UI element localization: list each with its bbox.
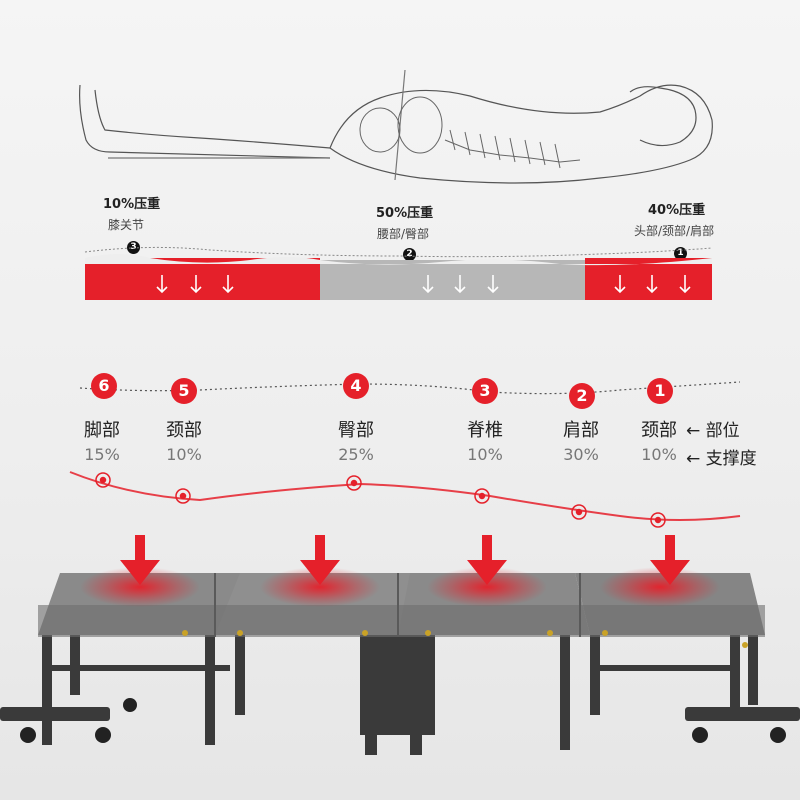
legend-support-label: 支撑度 [705,449,757,469]
legend-arrow-icon: ← [686,421,701,441]
pressure-part-shoulder: 头部/颈部/肩部 [634,224,715,238]
support-num-6: 6 [91,373,117,399]
support-num-5: 5 [171,378,197,404]
human-body-outline [79,69,713,184]
pressure-part-waist: 腰部/臀部 [377,227,430,241]
support-num-4: 4 [343,373,369,399]
support-curve [69,471,741,528]
support-value-feet: 15% [84,445,120,464]
support-num-2: 2 [569,383,595,409]
pressure-percent-shoulder: 40%压重 [648,203,706,218]
pressure-part-knee: 膝关节 [108,218,145,232]
pressure-percent-knee: 10%压重 [103,197,161,212]
pressure-num-2: 2 [403,248,416,261]
legend-arrow-icon: ← [686,449,701,469]
support-value-hip: 25% [338,445,374,464]
support-part-neck-right: 颈部 [641,420,677,441]
pressure-bar [84,246,713,300]
support-part-neck-left: 颈部 [166,420,202,441]
support-part-spine: 脊椎 [467,420,503,441]
pressure-percent-waist: 50%压重 [376,206,434,221]
support-value-spine: 10% [467,445,503,464]
support-value-neck-left: 10% [166,445,202,464]
support-dotted-line [79,381,741,395]
support-num-3: 3 [472,378,498,404]
support-part-hip: 臀部 [338,420,374,441]
support-part-shoulder: 肩部 [563,420,599,441]
folding-bed-illustration [0,535,800,755]
support-num-1: 1 [647,378,673,404]
support-value-shoulder: 30% [563,445,599,464]
legend-part: ← 部位 [686,416,740,441]
support-part-feet: 脚部 [84,420,120,441]
support-value-neck-right: 10% [641,445,677,464]
legend-support: ← 支撑度 [686,444,757,469]
legend-part-label: 部位 [705,421,740,441]
